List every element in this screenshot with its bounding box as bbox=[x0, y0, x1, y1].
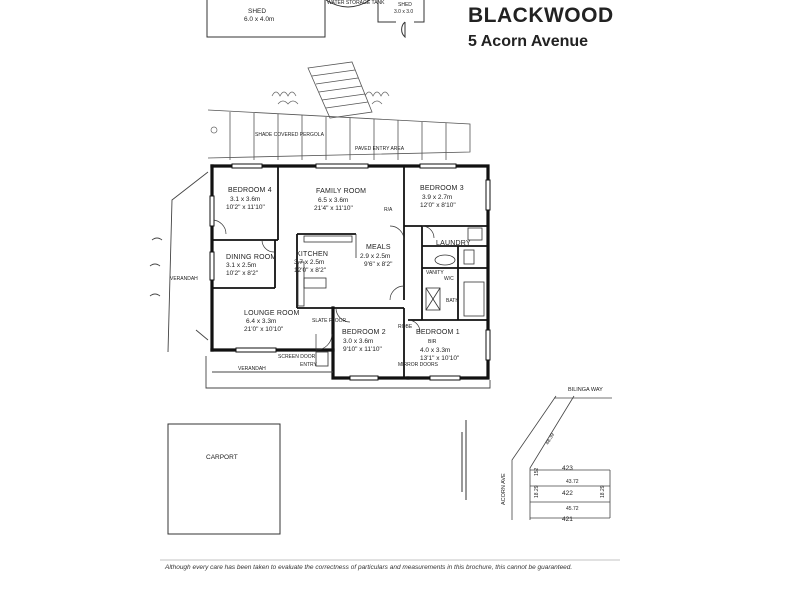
bedroom4-metric: 3.1 x 3.6m bbox=[230, 196, 260, 203]
bath-fixtures bbox=[425, 227, 485, 317]
interior-walls bbox=[212, 166, 488, 378]
vanity-name: VANITY bbox=[426, 270, 444, 276]
windows bbox=[209, 163, 491, 381]
street-top-label: BILINGA WAY bbox=[568, 387, 603, 393]
bedroom4-imperial: 10'2" x 11'10" bbox=[226, 204, 265, 211]
front-verandah bbox=[205, 351, 491, 389]
shed-left-size: 6.0 x 4.0m bbox=[244, 16, 274, 23]
bedroom2-imperial: 9'10" x 11'10" bbox=[343, 346, 382, 353]
carport-label: CARPORT bbox=[206, 454, 238, 461]
street-side-label: ACORN AVE bbox=[501, 473, 507, 505]
family-imperial: 21'4" x 11'10" bbox=[314, 205, 353, 212]
water-tank bbox=[325, 0, 371, 8]
robe-label: ROBE bbox=[398, 324, 413, 330]
lounge-name: LOUNGE ROOM bbox=[244, 310, 299, 317]
bedroom1-name: BEDROOM 1 bbox=[416, 329, 460, 336]
lot-423: 423 bbox=[562, 465, 573, 472]
dining-metric: 3.1 x 2.5m bbox=[226, 262, 256, 269]
door-swings bbox=[211, 219, 435, 351]
site-plan bbox=[511, 395, 612, 520]
ra-label: R/A bbox=[384, 207, 393, 213]
pergola-label: SHADE COVERED PERGOLA bbox=[255, 132, 325, 138]
bedroom2-metric: 3.0 x 3.6m bbox=[343, 338, 373, 345]
site-dim-4: 18.29 bbox=[534, 485, 540, 498]
kitchen-benches bbox=[297, 234, 357, 307]
meals-name: MEALS bbox=[366, 244, 391, 251]
lounge-metric: 6.4 x 3.3m bbox=[246, 318, 276, 325]
shed-right-label: SHED bbox=[398, 2, 412, 8]
site-dim-5: 18.29 bbox=[600, 485, 606, 498]
lounge-imperial: 21'0" x 10'10" bbox=[244, 326, 284, 333]
site-dim-3: 43.72 bbox=[566, 479, 579, 485]
bedroom1-imperial: 13'1" x 10'10" bbox=[420, 355, 460, 362]
meals-imperial: 9'6" x 8'2" bbox=[364, 261, 393, 268]
bedroom3-name: BEDROOM 3 bbox=[420, 185, 464, 192]
site-dim-2: 152 bbox=[534, 467, 540, 476]
shed-left bbox=[206, 0, 326, 38]
kitchen-name: KITCHEN bbox=[296, 251, 328, 258]
side-verandah bbox=[149, 171, 209, 353]
lot-422: 422 bbox=[562, 490, 573, 497]
slate-floor-label: SLATE FLOOR bbox=[312, 318, 346, 324]
meals-metric: 2.9 x 2.5m bbox=[360, 253, 390, 260]
entry-label: ENTRY bbox=[300, 362, 318, 368]
kitchen-imperial: 12'0" x 8'2" bbox=[294, 267, 327, 274]
property-address: 5 Acorn Avenue bbox=[468, 33, 589, 50]
side-verandah-label: VERANDAH bbox=[170, 276, 198, 282]
kitchen-metric: 3.7 x 2.5m bbox=[294, 259, 324, 266]
bedroom2-name: BEDROOM 2 bbox=[342, 329, 386, 336]
bir-label: BIR bbox=[428, 339, 437, 345]
garden-steps bbox=[307, 61, 373, 119]
garden-shrubs bbox=[210, 91, 390, 134]
paved-area-label: PAVED ENTRY AREA bbox=[355, 146, 405, 152]
disclaimer: Although every care has been taken to ev… bbox=[165, 564, 573, 571]
screen-door-label: SCREEN DOOR bbox=[278, 354, 316, 360]
shed-right-size: 3.0 x 3.0 bbox=[394, 9, 413, 15]
bedroom4-name: BEDROOM 4 bbox=[228, 187, 272, 194]
bedroom3-imperial: 12'0" x 8'10" bbox=[420, 202, 456, 209]
pergola bbox=[207, 109, 471, 160]
bedroom3-metric: 3.9 x 2.7m bbox=[422, 194, 452, 201]
bath-name: BATH bbox=[446, 298, 459, 304]
mirror-doors-label: MIRROR DOORS bbox=[398, 362, 439, 368]
site-dim-1: 48.39 bbox=[545, 432, 557, 446]
carport bbox=[167, 420, 467, 535]
lot-421: 421 bbox=[562, 516, 573, 523]
family-name: FAMILY ROOM bbox=[316, 188, 366, 195]
bedroom1-metric: 4.0 x 3.3m bbox=[420, 347, 450, 354]
laundry-name: LAUNDRY bbox=[436, 240, 471, 247]
water-tank-label: WATER STORAGE TANK bbox=[327, 0, 385, 6]
dining-name: DINING ROOM bbox=[226, 254, 276, 261]
dining-imperial: 10'2" x 8'2" bbox=[226, 270, 259, 277]
site-dim-6: 45.72 bbox=[566, 506, 579, 512]
front-verandah-label: VERANDAH bbox=[238, 366, 266, 372]
wc-name: W/C bbox=[444, 276, 454, 282]
family-metric: 6.5 x 3.6m bbox=[318, 197, 348, 204]
property-title: BLACKWOOD bbox=[468, 4, 614, 27]
shed-left-label: SHED bbox=[248, 8, 266, 15]
shed-right bbox=[377, 0, 425, 39]
